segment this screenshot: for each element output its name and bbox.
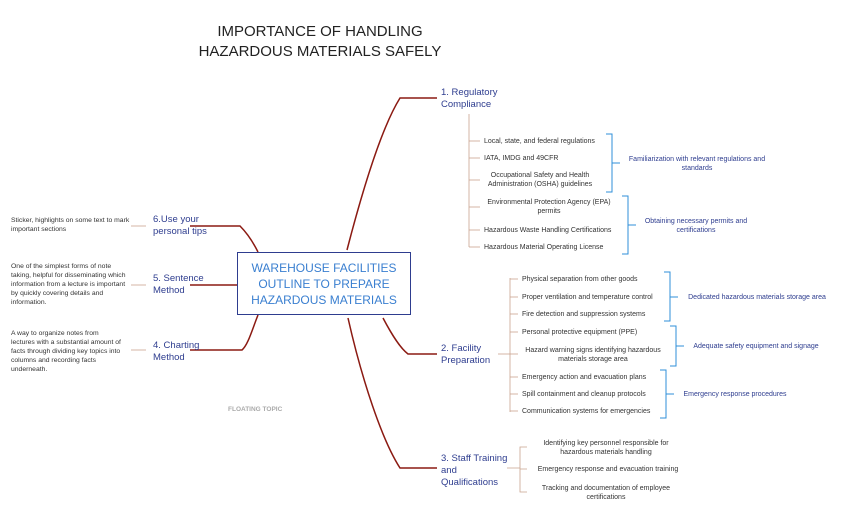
regulatory-item[interactable]: IATA, IMDG and 49CFR [484,155,559,162]
facility-item[interactable]: Physical separation from other goods [522,276,638,283]
facility-item[interactable]: Fire detection and suppression systems [522,311,646,318]
branch-tips [190,225,259,253]
facility-item[interactable]: Hazard warning signs identifying hazardo… [525,347,661,363]
branch-regulatory [346,97,437,251]
staff-item[interactable]: Tracking and documentation of employee c… [541,485,671,501]
note-charting-method[interactable]: A way to organize notes from lectures wi… [11,330,121,373]
facility-group[interactable]: Adequate safety equipment and signage [693,343,819,350]
staff-item[interactable]: Emergency response and evacuation traini… [537,466,679,473]
branch-staff [347,317,437,469]
central-topic[interactable]: WAREHOUSE FACILITIES OUTLINE TO PREPARE … [237,252,411,315]
topic-staff-training[interactable]: 3. Staff Training and Qualifications [441,453,508,488]
staff-item[interactable]: Identifying key personnel responsible fo… [543,440,669,456]
facility-group[interactable]: Dedicated hazardous materials storage ar… [688,294,826,301]
topic-facility-preparation[interactable]: 2. Facility Preparation [441,343,491,366]
topic-sentence-method[interactable]: 5. Sentence Method [153,273,204,296]
branch-charting [190,314,259,351]
facility-item[interactable]: Personal protective equipment (PPE) [522,329,638,336]
facility-group[interactable]: Emergency response procedures [683,391,787,398]
regulatory-item[interactable]: Occupational Safety and Health Administr… [487,172,593,188]
regulatory-group[interactable]: Familiarization with relevant regulation… [628,156,766,172]
title-line-1: IMPORTANCE OF HANDLING [217,23,423,40]
central-topic-label: WAREHOUSE FACILITIES OUTLINE TO PREPARE … [251,260,397,307]
page-title: IMPORTANCE OF HANDLING HAZARDOUS MATERIA… [170,22,470,62]
regulatory-item[interactable]: Hazardous Material Operating License [484,244,604,251]
branch-facility [382,317,437,355]
topic-regulatory-compliance[interactable]: 1. Regulatory Compliance [441,87,498,110]
facility-item[interactable]: Communication systems for emergencies [522,408,651,415]
floating-topic[interactable]: FLOATING TOPIC [228,406,283,413]
topic-charting-method[interactable]: 4. Charting Method [153,340,200,363]
regulatory-group[interactable]: Obtaining necessary permits and certific… [644,218,748,234]
title-line-2: HAZARDOUS MATERIALS SAFELY [198,43,442,60]
facility-item[interactable]: Proper ventilation and temperature contr… [522,294,653,301]
regulatory-item[interactable]: Hazardous Waste Handling Certifications [484,227,612,234]
regulatory-item[interactable]: Environmental Protection Agency (EPA) pe… [487,199,611,215]
facility-item[interactable]: Spill containment and cleanup protocols [522,391,646,398]
topic-personal-tips[interactable]: 6.Use your personal tips [153,214,207,237]
facility-item[interactable]: Emergency action and evacuation plans [522,374,647,381]
note-personal-tips[interactable]: Sticker, highlights on some text to mark… [11,217,130,233]
note-sentence-method[interactable]: One of the simplest forms of note taking… [11,263,126,306]
regulatory-item[interactable]: Local, state, and federal regulations [484,138,595,145]
